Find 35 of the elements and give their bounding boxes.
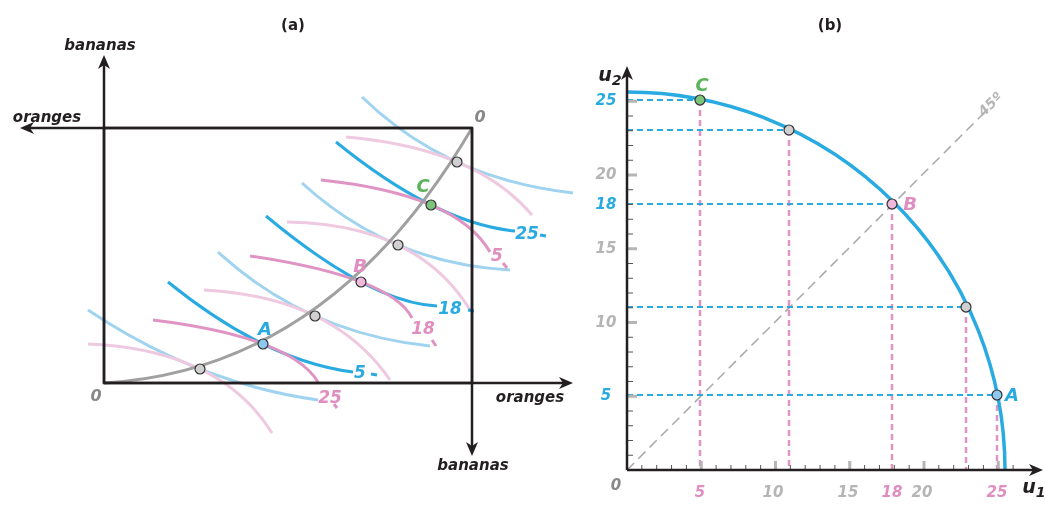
tick-label: 10	[762, 484, 784, 500]
point-label: C	[695, 76, 709, 94]
curve-label: 18	[411, 319, 435, 337]
point-label: A	[258, 320, 272, 338]
tick-label: 5	[600, 387, 612, 403]
panel-label: (a)	[281, 17, 305, 33]
curve-label: 25	[515, 224, 539, 242]
axis-label: u$_{2}$	[598, 64, 622, 88]
tick-label: 15	[837, 484, 859, 500]
tick-label: 20	[911, 484, 933, 500]
tick-label: 5	[694, 484, 706, 500]
axis-label: oranges	[12, 109, 82, 125]
tick-label: 25	[986, 484, 1008, 500]
panel-label: (b)	[817, 17, 843, 33]
point-label: B	[353, 257, 367, 275]
point-label: C	[416, 177, 430, 195]
tick-label: 10	[595, 314, 617, 330]
curve-label: 5	[491, 246, 503, 264]
curve-label: 18	[438, 299, 462, 317]
point-label: B	[903, 195, 917, 213]
axis-label: bananas	[64, 37, 136, 53]
origin-label: 0	[90, 388, 102, 404]
tick-label: 18	[595, 196, 617, 212]
tick-label: 18	[881, 484, 903, 500]
origin-label: 0	[610, 477, 622, 493]
axis-label: oranges	[495, 389, 565, 405]
tick-label: 15	[595, 240, 617, 256]
curve-label: 25	[318, 388, 342, 406]
axis-label: u$_{1}$	[1022, 476, 1045, 500]
axis-label: bananas	[437, 457, 509, 473]
tick-label: 20	[595, 166, 617, 182]
origin-label: 0	[474, 109, 486, 125]
tick-label: 25	[595, 92, 617, 108]
point-label: A	[1005, 386, 1019, 404]
curve-label: 5	[354, 363, 366, 381]
